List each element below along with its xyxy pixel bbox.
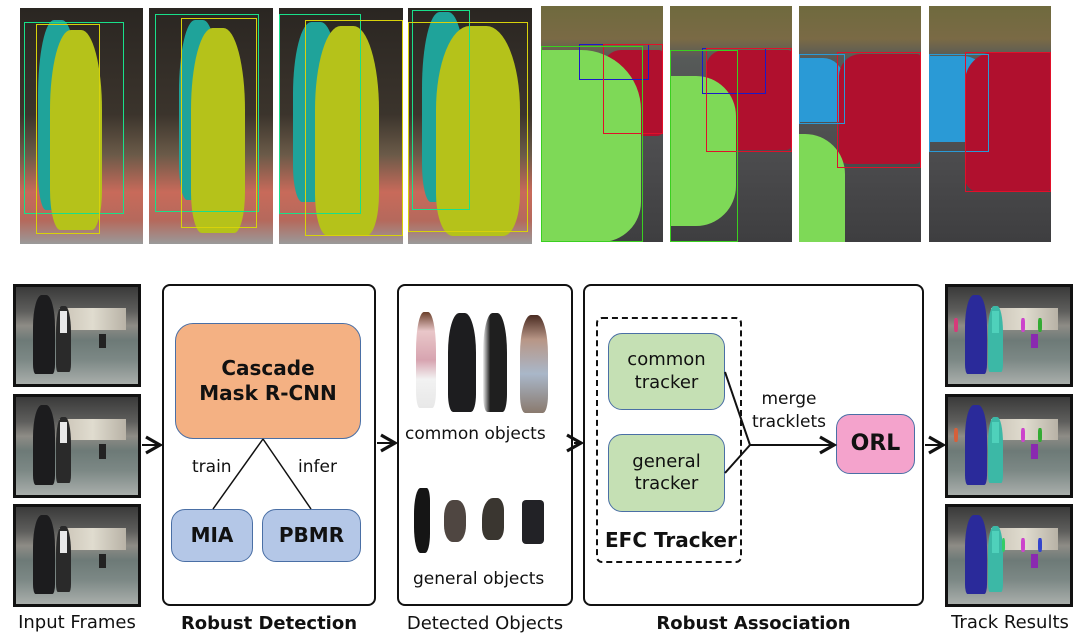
pedestrian-frame-4 — [408, 8, 532, 244]
front-pedestrian-mask — [191, 28, 245, 233]
general-tracker-node: general tracker — [608, 434, 725, 512]
front-pedestrian-mask — [315, 26, 379, 236]
common-object-person-4 — [520, 315, 548, 413]
general-object-suitcase — [522, 500, 544, 544]
green-bbox — [541, 46, 643, 242]
input-frames-caption: Input Frames — [18, 612, 136, 633]
back-bbox — [412, 10, 470, 210]
track-results-caption: Track Results — [951, 612, 1069, 633]
result-frame-2 — [945, 394, 1073, 498]
general-object-2 — [444, 500, 466, 542]
merge-label-line1: merge — [761, 389, 817, 409]
front-pedestrian-mask — [50, 30, 102, 230]
blue-bbox — [799, 54, 845, 124]
green-car-mask — [541, 50, 641, 242]
infer-connector — [262, 438, 312, 510]
red-bbox — [706, 48, 792, 152]
common-merge-connector — [724, 371, 751, 446]
result-frame-3 — [945, 504, 1073, 607]
infer-label: infer — [298, 457, 337, 477]
common-object-person-3 — [483, 313, 507, 412]
efc-tracker-group — [596, 317, 742, 563]
common-object-person-1 — [416, 312, 436, 408]
blue-bbox — [929, 54, 989, 152]
cascade-label-line2: Mask R-CNN — [199, 381, 337, 405]
input-frame-3 — [13, 504, 141, 607]
general-object-3 — [482, 498, 504, 540]
input-frame-2 — [13, 394, 141, 498]
general-tracker-line2: tracker — [634, 473, 699, 494]
pedestrian-frame-1 — [20, 8, 143, 244]
back-bbox — [155, 14, 259, 212]
vehicle-frame-1 — [541, 6, 663, 242]
green-bbox — [670, 50, 738, 242]
general-tracker-line1: general — [632, 450, 701, 472]
red-car-mask — [839, 54, 921, 164]
front-pedestrian-mask — [436, 26, 520, 236]
vehicle-frame-4 — [929, 6, 1051, 242]
red-bbox — [837, 52, 921, 168]
red-bbox — [965, 52, 1051, 192]
red-bbox — [603, 44, 663, 134]
cascade-mask-rcnn-node: Cascade Mask R-CNN — [175, 323, 361, 439]
general-objects-label: general objects — [413, 569, 545, 589]
common-object-person-2 — [448, 313, 476, 412]
pbmr-node: PBMR — [262, 509, 361, 562]
merge-tracklets-label: merge tracklets — [752, 388, 826, 434]
red-car-mask — [965, 52, 1051, 192]
orl-node: ORL — [836, 414, 915, 474]
common-tracker-line2: tracker — [634, 371, 699, 393]
train-connector — [212, 438, 264, 510]
vehicle-frame-2 — [670, 6, 792, 242]
general-merge-connector — [724, 444, 751, 474]
front-bbox — [408, 22, 528, 232]
pedestrian-frame-3 — [279, 8, 403, 244]
blue-car-mask — [799, 58, 843, 122]
robust-detection-caption: Robust Detection — [180, 613, 358, 634]
train-label: train — [192, 457, 232, 477]
cascade-label-line1: Cascade — [221, 356, 315, 380]
vehicle-frame-3 — [799, 6, 921, 242]
efc-tracker-label: EFC Tracker — [605, 528, 737, 552]
front-bbox — [181, 18, 257, 228]
common-tracker-line1: common — [627, 349, 706, 370]
front-bbox — [36, 24, 100, 234]
input-frame-1 — [13, 284, 141, 387]
detected-objects-caption: Detected Objects — [406, 613, 564, 634]
common-tracker-node: common tracker — [608, 333, 725, 410]
front-bbox — [305, 20, 403, 236]
pedestrian-frame-2 — [149, 8, 273, 244]
result-frame-1 — [945, 284, 1073, 387]
robust-association-caption: Robust Association — [656, 613, 851, 634]
mia-node: MIA — [171, 509, 253, 562]
back-bbox — [24, 22, 124, 214]
common-objects-label: common objects — [405, 424, 546, 444]
merge-label-line2: tracklets — [752, 411, 826, 432]
general-object-1 — [414, 488, 430, 553]
back-bbox — [279, 14, 361, 214]
